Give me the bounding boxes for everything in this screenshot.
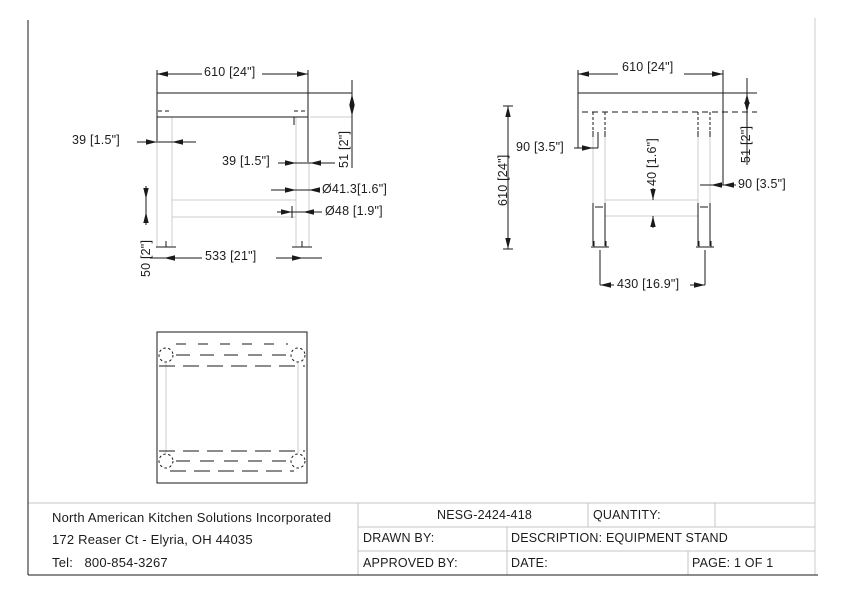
dim-front-foot-diameter: Ø48 [1.9"]: [325, 204, 383, 218]
dimension-arrowheads: [143, 71, 750, 288]
dim-front-top-thickness: 51 [2"]: [337, 130, 351, 168]
dim-side-top-thickness: 51 [2"]: [739, 125, 753, 163]
model-number: NESG-2424-418: [437, 508, 533, 522]
quantity-label: QUANTITY:: [593, 508, 661, 522]
company-name: North American Kitchen Solutions Incorpo…: [52, 510, 332, 525]
dim-side-leg-inset-left: 90 [3.5"]: [516, 140, 564, 154]
hidden-construction-lines: [156, 18, 816, 575]
company-phone: Tel: 800-854-3267: [52, 555, 168, 570]
dim-front-leg-right: 39 [1.5"]: [222, 154, 270, 168]
dim-side-width: 610 [24"]: [622, 60, 674, 74]
dim-side-foot-spacing: 430 [16.9"]: [617, 277, 680, 291]
description-label: DESCRIPTION: EQUIPMENT STAND: [511, 531, 728, 545]
company-address: 172 Reaser Ct - Elyria, OH 44035: [52, 532, 253, 547]
dim-side-height: 610 [24"]: [496, 154, 510, 206]
dim-front-leg-left: 39 [1.5"]: [72, 133, 120, 147]
plan-view-linework: [156, 331, 308, 484]
dim-front-leg-spacing: 533 [21"]: [205, 249, 257, 263]
dim-side-leg-inset-right: 90 [3.5"]: [738, 177, 786, 191]
approved-by-label: APPROVED BY:: [363, 556, 458, 570]
side-view-linework: [503, 70, 757, 286]
drawn-by-label: DRAWN BY:: [363, 531, 435, 545]
page-label: PAGE: 1 OF 1: [692, 556, 774, 570]
dim-front-foot-height: 50 [2"]: [139, 239, 153, 277]
page-frame: [27, 20, 818, 576]
dim-front-leg-diameter: Ø41.3[1.6"]: [322, 182, 388, 196]
dim-side-brace-size: 40 [1.6"]: [645, 138, 659, 186]
dim-front-width: 610 [24"]: [204, 65, 256, 79]
title-block-grid: [28, 502, 815, 575]
date-label: DATE:: [511, 556, 548, 570]
